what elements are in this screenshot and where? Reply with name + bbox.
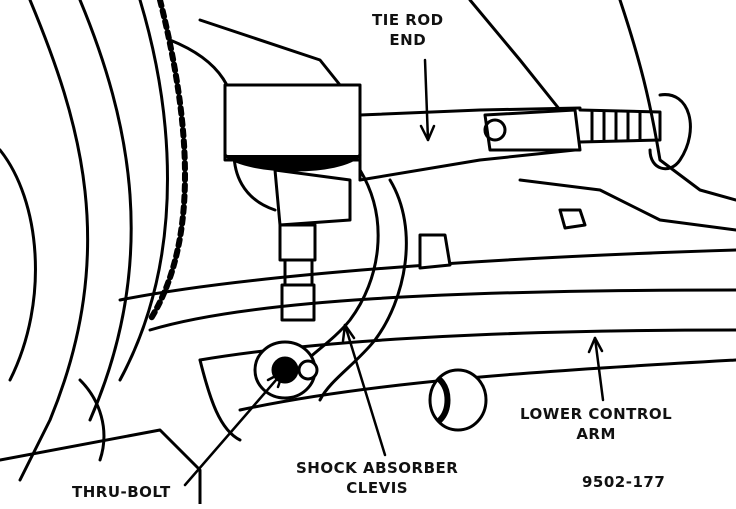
frame (468, 0, 736, 232)
thru-bolt-arrow (266, 370, 285, 389)
shock-absorber-clevis-leader (343, 323, 387, 457)
shock-absorber-clevis-arrow (341, 323, 356, 343)
tie-rod-end-arrow (419, 124, 436, 142)
shock-absorber-clevis-label: SHOCK ABSORBER CLEVIS (296, 459, 459, 497)
bushing (428, 368, 488, 432)
thru-bolt-label: THRU-BOLT (72, 483, 171, 501)
tie-rod-end-label: TIE ROD END (372, 11, 444, 49)
steering-knuckle (168, 18, 362, 322)
lower-control-arm-leader (593, 336, 605, 402)
thru-bolt-leader (183, 370, 285, 487)
figure-number: 9502-177 (582, 473, 666, 491)
brake-rotor (0, 0, 188, 482)
arm-nut (418, 233, 452, 270)
tie-rod-end-leader (423, 58, 430, 142)
lower-control-arm-label: LOWER CONTROL ARM (520, 405, 673, 443)
clevis-bracket (253, 168, 408, 402)
lower-control-arm-arrow (587, 336, 604, 354)
tie-rod (358, 93, 692, 182)
